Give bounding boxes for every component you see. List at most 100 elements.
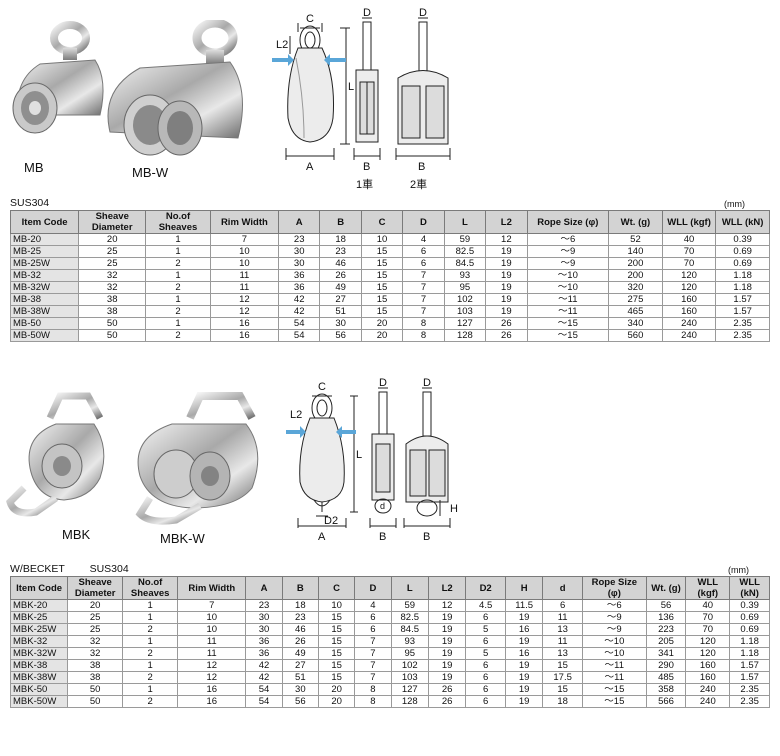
item-code-cell: MBK-32W — [9, 647, 69, 660]
section2-material-prefix: W/BECKET — [10, 563, 65, 575]
table-cell: 358 — [645, 683, 687, 696]
table-cell: 23 — [281, 611, 319, 624]
table-cell: 26 — [427, 695, 467, 708]
dim-l2: L2 — [290, 409, 302, 421]
table-cell: 84.5 — [390, 623, 429, 636]
item-code-cell: MB-38W — [9, 305, 80, 318]
table-cell: 11 — [177, 647, 247, 660]
dim-c: C — [306, 13, 314, 25]
table-cell: 6 — [465, 683, 506, 696]
table-cell: 19 — [504, 635, 544, 648]
table-cell: 70 — [661, 245, 717, 258]
table-cell: 16 — [504, 623, 544, 636]
table-cell: 160 — [661, 305, 717, 318]
table-cell: 2 — [145, 281, 211, 294]
dim-d-single: D — [379, 378, 387, 389]
table-cell: 19 — [504, 683, 544, 696]
table-cell: 1 — [122, 611, 179, 624]
table-cell: 19 — [427, 623, 467, 636]
table-cell: 240 — [685, 695, 731, 708]
table-cell: 320 — [608, 281, 663, 294]
table-cell: 32 — [67, 635, 124, 648]
table-cell: 2 — [122, 647, 179, 660]
table-cell: 19 — [485, 293, 528, 306]
dim-l2: L2 — [276, 39, 288, 51]
table-cell: 0.69 — [715, 245, 770, 258]
table-cell: 70 — [685, 623, 731, 636]
table-cell: 15 — [360, 305, 404, 318]
table-cell: 160 — [685, 659, 731, 672]
table-cell: 15 — [317, 635, 356, 648]
column-header: D — [354, 576, 392, 600]
table-cell: 0.39 — [715, 233, 770, 246]
table-cell: 10 — [209, 257, 280, 270]
table-cell: 50 — [67, 683, 124, 696]
table-cell: 27 — [319, 293, 362, 306]
dim-d-single: D — [363, 8, 371, 19]
table-cell: 38 — [78, 293, 147, 306]
table-cell: 15 — [317, 671, 356, 684]
table-cell: 32 — [78, 269, 147, 282]
column-header: Item Code — [9, 210, 80, 234]
item-code-cell: MBK-50 — [9, 683, 69, 696]
table-cell: 8 — [402, 329, 445, 342]
table-cell: 1.18 — [729, 635, 770, 648]
table-cell: 2.35 — [729, 683, 770, 696]
table-cell: 2 — [145, 257, 211, 270]
table-cell: 15 — [317, 647, 356, 660]
dim-b-single: B — [379, 531, 386, 543]
table-cell: 70 — [685, 611, 731, 624]
table-cell: 7 — [402, 293, 445, 306]
table-cell: 56 — [645, 599, 687, 612]
table-cell: 6 — [542, 599, 583, 612]
table-cell: 10 — [209, 245, 280, 258]
table-cell: 160 — [685, 671, 731, 684]
table-cell: 2 — [145, 305, 211, 318]
table-cell: ～9 — [526, 257, 610, 270]
table-cell: ～11 — [581, 671, 647, 684]
table-cell: 11 — [542, 611, 583, 624]
table-cell: 82.5 — [443, 245, 487, 258]
table-cell: 25 — [67, 611, 124, 624]
item-code-cell: MBK-32 — [9, 635, 69, 648]
table-cell: 20 — [360, 317, 404, 330]
table-cell: 240 — [661, 329, 717, 342]
table-cell: 42 — [245, 659, 283, 672]
table-cell: 19 — [485, 305, 528, 318]
item-code-cell: MB-38 — [9, 293, 80, 306]
table-cell: 26 — [427, 683, 467, 696]
table-cell: 120 — [685, 635, 731, 648]
column-header: WLL (kgf) — [661, 210, 717, 234]
table-cell: 6 — [354, 623, 392, 636]
table-cell: 200 — [608, 257, 663, 270]
column-header: Wt. (g) — [645, 576, 687, 600]
table-cell: 56 — [281, 695, 319, 708]
table-cell: 7 — [402, 281, 445, 294]
table-cell: 127 — [443, 317, 487, 330]
table-cell: 19 — [504, 671, 544, 684]
mbk-dimension-diagram: C D D L2 L H D2 A B B d — [286, 378, 458, 543]
table-cell: 8 — [402, 317, 445, 330]
table-cell: ～11 — [581, 659, 647, 672]
table-cell: ～15 — [526, 317, 610, 330]
table-cell: 17.5 — [542, 671, 583, 684]
table-cell: 341 — [645, 647, 687, 660]
table-cell: 30 — [245, 611, 283, 624]
table-cell: 52 — [608, 233, 663, 246]
table-cell: 42 — [277, 293, 321, 306]
section1-material: SUS304 — [10, 197, 50, 209]
column-header: d — [542, 576, 583, 600]
photo-label-mb-w: MB-W — [132, 165, 169, 180]
table-cell: 15 — [317, 659, 356, 672]
column-header: Item Code — [9, 576, 69, 600]
table-cell: 19 — [504, 695, 544, 708]
table-cell: 54 — [277, 317, 321, 330]
table-cell: 54 — [245, 695, 283, 708]
column-header: No.of Sheaves — [122, 576, 179, 600]
table-cell: 11 — [542, 635, 583, 648]
column-header: Sheave Diameter — [67, 576, 124, 600]
